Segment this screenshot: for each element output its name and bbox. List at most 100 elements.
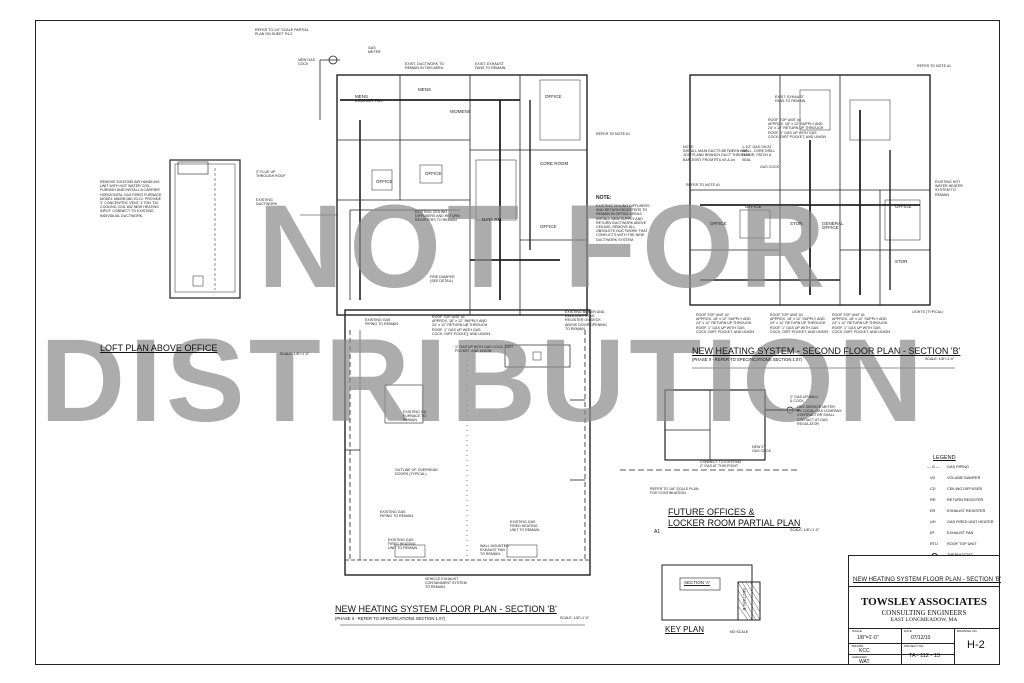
rtu2-note: ROOF TOP UNIT #2 APPROX. 18" x 12" SUPPL… bbox=[696, 313, 754, 334]
room-core: CORE ROOM bbox=[540, 161, 569, 166]
legend-sym-1: VD bbox=[930, 476, 936, 480]
exhaust-fans-note-2: EXIST. EXHAUST FANS TO REMAIN bbox=[775, 95, 806, 104]
watermark-line2: DISTRIBUTION bbox=[40, 315, 928, 447]
room-office-7: OFFICE bbox=[895, 204, 912, 209]
room-office-2: OFFICE bbox=[425, 171, 442, 176]
connect-gas-note: CONNECT TO EXISTING 2" GAS AT THIS POINT bbox=[700, 460, 742, 469]
gas-piping-note: EXISTING GAS PIPING TO REMAIN bbox=[380, 510, 414, 519]
overhead-doors-note: OUTLINE OF OVERHEAD DOORS (TYPICAL) bbox=[395, 468, 438, 477]
legend-sym-7: RTU bbox=[930, 542, 938, 546]
legend-title: LEGEND bbox=[933, 455, 956, 461]
refer-scale-note: REFER TO 1/8" SCALE PLAN FOR CONTINUATIO… bbox=[650, 487, 699, 496]
rtu4-note: ROOF TOP UNIT #4 APPROX. 18" x 12" SUPPL… bbox=[768, 118, 826, 139]
legend-desc-7: ROOF TOP UNIT bbox=[947, 542, 977, 546]
key-plan-drawing bbox=[661, 564, 761, 621]
gas-fired-unit-note: EXISTING GAS FIRED HEATING UNIT TO REMAI… bbox=[388, 538, 418, 551]
project-value: TA - 112 - 13 bbox=[909, 653, 940, 659]
refer-note1-second: REFER TO NOTE #1 bbox=[917, 64, 952, 68]
refer-partial-note: REFER TO 1/4" SCALE PARTIAL PLAN ON SHEE… bbox=[255, 28, 309, 37]
firm-name: TOWSLEY ASSOCIATES bbox=[860, 596, 988, 608]
existing-oil-note: EXISTING OIL FURNACE TO REMAIN bbox=[403, 410, 427, 423]
legend-desc-5: GAS FIRED UNIT HEATER bbox=[947, 520, 994, 524]
existing-oil-note-2: EXISTING GAS PIPING TO REMAIN bbox=[365, 318, 399, 327]
boiler-note: EXISTING BOILER AND RELATED PIPING REGIS… bbox=[565, 310, 607, 331]
future-offices-drawing bbox=[620, 389, 800, 471]
gas-wall-note: 1-1/2" GAS ON AT WALL. CORE DRILL FLOOR,… bbox=[742, 145, 776, 162]
second-floor-subtitle: (PHASE II - REFER TO SPECIFICATIONS SECT… bbox=[692, 357, 803, 362]
title-block: NEW HEATING SYSTEM FLOOR PLAN - SECTION … bbox=[848, 555, 1001, 665]
room-office-5: OFFICE bbox=[710, 221, 727, 226]
gas-cock-note: NEW GAS COCK bbox=[298, 58, 315, 67]
drawing-number: H-2 bbox=[967, 639, 985, 651]
wall-exhaust-note: WALL MOUNTED EXHAUST FAN TO REMAIN bbox=[480, 544, 509, 557]
gas-fired-unit-note-2: EXISTING GAS FIRED HEATING UNIT TO REMAI… bbox=[510, 520, 540, 533]
legend-desc-6: EXHAUST FAN bbox=[947, 531, 974, 535]
vehicle-exhaust-note: VEHICLE EXHAUST CONTAINMENT SYSTEM TO RE… bbox=[425, 577, 467, 590]
room-office-3: OFFICE bbox=[545, 94, 562, 99]
second-floor-title: NEW HEATING SYSTEM - SECOND FLOOR PLAN -… bbox=[692, 346, 961, 356]
scale-value: 1/8"=1'-0" bbox=[857, 635, 879, 641]
rtu1-note: ROOF TOP UNIT #1 APPROX. 18" x 12" SUPPL… bbox=[432, 315, 490, 336]
project-label: PROJECT NO. bbox=[904, 644, 925, 648]
room-womens: WOMENS bbox=[450, 109, 471, 114]
legend-sym-2: CD bbox=[930, 487, 936, 491]
legend-desc-3: RETURN REGISTER bbox=[947, 498, 984, 502]
note-heading: NOTE: bbox=[596, 195, 612, 201]
checked-value: WAT bbox=[859, 659, 870, 665]
legend-desc-1: VOLUME DAMPER bbox=[947, 476, 981, 480]
room-mens: MENS bbox=[418, 87, 432, 92]
key-plan-scale: NO SCALE bbox=[730, 630, 749, 634]
gas-wall-up-note: 2" GAS UP WALL & COCK bbox=[790, 395, 819, 404]
first-floor-subtitle: (PHASE II - REFER TO SPECIFICATIONS SECT… bbox=[335, 616, 446, 621]
first-floor-plan-drawing bbox=[300, 55, 591, 576]
legend-desc-4: EXHAUST REGISTER bbox=[947, 509, 986, 513]
second-floor-scale: SCALE: 1/8"=1'-0" bbox=[925, 357, 955, 361]
note-body: EXISTING CEILING DIFFUSERS AND RETURN RE… bbox=[596, 204, 650, 242]
firm-location: EAST LONGMEADOW, MA bbox=[890, 617, 958, 623]
scale-label: SCALE bbox=[852, 629, 862, 633]
room-stor-2: STOR. bbox=[895, 259, 909, 264]
legend-sym-0: — G — bbox=[927, 465, 940, 469]
title-block-sheet-title: NEW HEATING SYSTEM FLOOR PLAN - SECTION … bbox=[853, 577, 1001, 583]
legend-sym-4: ER bbox=[930, 509, 936, 513]
date-value: 07/12/10 bbox=[911, 635, 931, 641]
room-office-4: OFFICE bbox=[540, 224, 557, 229]
first-floor-scale: SCALE: 1/8"=1'-0" bbox=[560, 616, 590, 620]
future-scale: SCALE: 1/8"=1'-0" bbox=[790, 528, 820, 532]
legend-desc-2: CEILING DIFFUSER bbox=[947, 487, 983, 491]
room-data: DATA RM. bbox=[482, 217, 503, 222]
firm-subtitle: CONSULTING ENGINEERS bbox=[881, 609, 967, 617]
legend-desc-0: GAS PIPING bbox=[947, 465, 969, 469]
legend-sym-6: EF bbox=[930, 531, 935, 535]
room-office-6: OFFICE bbox=[745, 204, 762, 209]
drawn-value: KCC bbox=[859, 648, 870, 654]
section-mark-a1: A1 bbox=[654, 529, 661, 535]
gas-service-note: GAS SERVICE METER, BY LOCAL GAS COMPANY … bbox=[797, 405, 842, 426]
loft-note: REMOVE EXISTING AIR HANDLING UNIT WITH H… bbox=[100, 180, 162, 218]
existing-ceiling-note: EXISTING CEILING DIFFUSERS AND RETURN RE… bbox=[415, 210, 460, 223]
fire-damper-note: FIRE DAMPER (SEE DETAIL) bbox=[430, 275, 455, 284]
hot-water-note: EXISTING HOT WATER HEATER SYSTEM TO REMA… bbox=[935, 180, 963, 197]
lights-note: LIGHTS (TYPICAL) bbox=[912, 310, 944, 314]
exhaust-fans-note: EXIST. EXHAUST FANS TO REMAIN bbox=[475, 62, 506, 71]
room-stor: STOR. bbox=[790, 221, 804, 226]
room-general-office: GENERAL OFFICE bbox=[822, 221, 844, 231]
gas-meter-label: GAS METER bbox=[368, 46, 381, 55]
rtu1-note-2: ROOF TOP UNIT #1 APPROX. 18" x 12" SUPPL… bbox=[832, 313, 890, 334]
legend-sym-5: UH bbox=[930, 520, 936, 524]
drawing-label: DRAWING NO. bbox=[957, 629, 978, 633]
room-mens-locker: MENS LOCKER RM. bbox=[355, 94, 384, 104]
date-label: DATE bbox=[904, 629, 912, 633]
gas-up-note: 1" GAS UP WITH GAS COCK, DIRT POCKET, AN… bbox=[455, 345, 514, 354]
future-title-2: LOCKER ROOM PARTIAL PLAN bbox=[668, 518, 801, 528]
existing-ductwork-note: EXISTING DUCTWORK bbox=[256, 198, 278, 207]
legend-sym-3: RR bbox=[930, 498, 936, 502]
rtu3-note: ROOF TOP UNIT #3 APPROX. 18" x 12" SUPPL… bbox=[770, 313, 828, 334]
install-main-note: NOTE: INSTALL MAIN DUCTS BETWEEN BAR JOI… bbox=[683, 145, 751, 162]
refer-note1: REFER TO NOTE #1 bbox=[596, 132, 631, 136]
loft-plan-scale: SCALE: 1/8"=1'-0" bbox=[280, 352, 310, 356]
ductwork-remain-note: EXIST. DUCTWORK TO REMAIN IN THIS AREA bbox=[405, 62, 445, 71]
room-office-1: OFFICE bbox=[376, 179, 393, 184]
drawing-sheet-border bbox=[35, 20, 1000, 665]
flue-note: 3" FLUE UP THROUGH ROOF bbox=[256, 170, 286, 179]
